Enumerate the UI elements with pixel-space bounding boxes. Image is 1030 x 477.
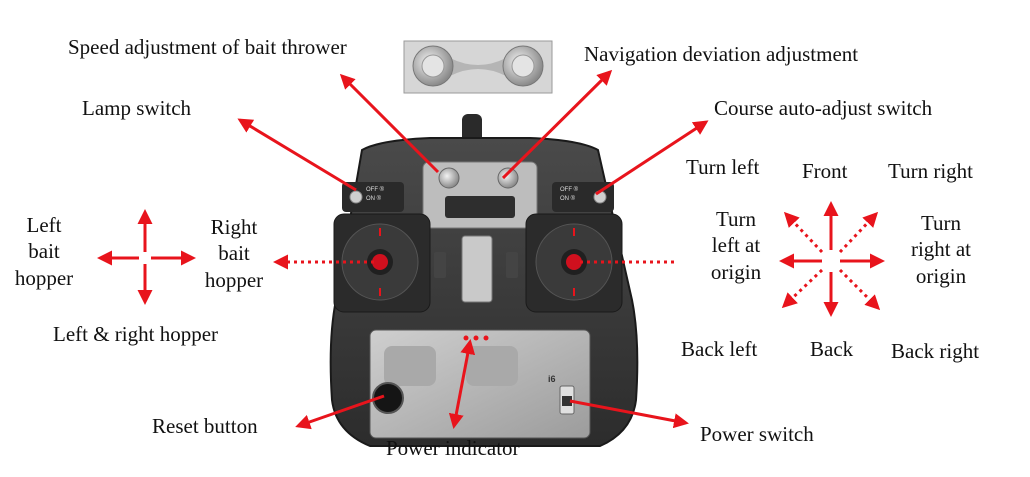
- arrow-lamp-switch: [237, 118, 357, 192]
- arrow-power-indicator: [448, 339, 476, 429]
- label-front: Front: [802, 159, 848, 183]
- label-navigation-deviation: Navigation deviation adjustment: [584, 42, 859, 66]
- label-reset-button: Reset button: [152, 414, 258, 438]
- left-direction-cross: [97, 209, 196, 305]
- callout-arrows: [237, 69, 709, 430]
- arrow-power-switch: [569, 399, 689, 429]
- arrow-speed-adjustment: [339, 73, 440, 174]
- right-direction-star: [779, 201, 885, 317]
- label-turn-right-at-origin: Turn right at origin: [910, 211, 972, 288]
- label-back: Back: [810, 337, 854, 361]
- knob-inset-photo: [403, 40, 553, 94]
- arrow-navigation-deviation: [501, 69, 613, 180]
- label-left-bait-hopper: Left bait hopper: [14, 213, 74, 290]
- label-course-auto-adjust: Course auto-adjust switch: [714, 96, 933, 120]
- label-back-left: Back left: [681, 337, 758, 361]
- label-turn-left-at-origin: Turn left at origin: [710, 207, 762, 284]
- label-right-bait-hopper: Right bait hopper: [204, 215, 264, 292]
- label-turn-right: Turn right: [888, 159, 973, 183]
- label-power-switch: Power switch: [700, 422, 814, 446]
- label-lamp-switch: Lamp switch: [82, 96, 192, 120]
- transmitter-body: [329, 114, 639, 447]
- label-left-right-hopper: Left & right hopper: [53, 322, 219, 346]
- left-switch-print: OFF ® ON ®: [366, 187, 385, 202]
- arrow-reset-button: [295, 394, 385, 430]
- arrow-course-auto-adjust: [595, 120, 709, 196]
- right-switch-print: OFF ® ON ®: [560, 187, 579, 202]
- label-power-indicator: Power indicator: [386, 436, 520, 460]
- label-turn-left: Turn left: [686, 155, 760, 179]
- brand-mark: i6: [548, 374, 556, 384]
- label-back-right: Back right: [891, 339, 980, 363]
- label-speed-adjustment: Speed adjustment of bait thrower: [68, 35, 347, 59]
